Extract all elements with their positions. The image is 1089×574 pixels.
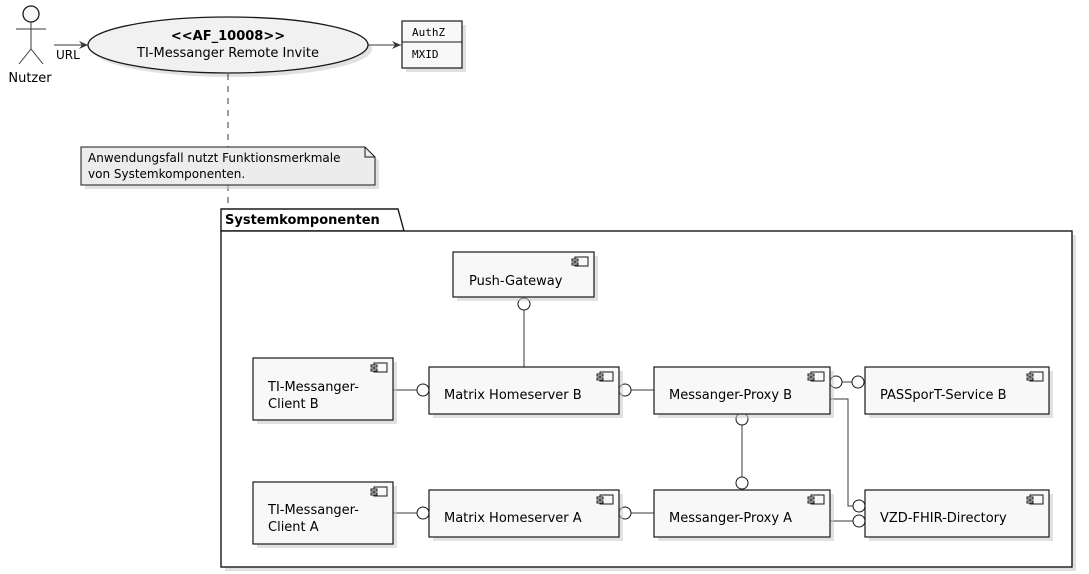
component-icon [370,362,388,373]
client-a-label-1: TI-Messanger- [267,503,359,518]
component-icon [1026,494,1044,505]
feature-authz: AuthZ [412,26,445,39]
vzd-proxy-b-interface [852,499,866,513]
note-line-2: von Systemkomponenten. [88,167,245,181]
component-proxy-b: Messanger-Proxy B [653,366,834,418]
vzd-label: VZD-FHIR-Directory [880,511,1007,526]
client-b-label-2: Client B [268,397,319,412]
component-push-gateway: Push-Gateway [452,251,598,301]
feature-mxid: MXID [412,48,439,61]
component-homeserver-b: Matrix Homeserver B [428,366,623,418]
component-icon [1026,371,1044,382]
stick-figure-icon [16,5,46,65]
component-icon [807,371,825,382]
component-vzd-fhir-directory: VZD-FHIR-Directory [864,489,1053,541]
note: Anwendungsfall nutzt Funktionsmerkmale v… [80,146,379,189]
component-icon [596,371,614,382]
component-icon [370,486,388,497]
component-proxy-a: Messanger-Proxy A [653,489,834,541]
passport-b-interface [851,375,865,389]
usecase-remote-invite: <<AF_10008>> TI-Messanger Remote Invite [87,16,372,77]
usecase-stereotype: <<AF_10008>> [171,29,285,44]
component-client-b: TI-Messanger- Client B [252,357,397,424]
component-homeserver-a: Matrix Homeserver A [428,489,623,541]
passport-b-label: PASSporT-Service B [880,388,1007,403]
note-line-1: Anwendungsfall nutzt Funktionsmerkmale [88,151,340,165]
component-icon [571,256,589,267]
homeserver-b-label: Matrix Homeserver B [444,388,582,403]
component-icon [807,494,825,505]
component-client-a: TI-Messanger- Client A [252,481,397,548]
arrow-label-url: URL [56,48,80,62]
component-icon [596,494,614,505]
actor-label: Nutzer [8,71,52,86]
homeserver-a-client-interface [416,506,430,520]
client-b-label-1: TI-Messanger- [267,380,359,395]
proxy-a-interface [735,476,749,490]
feature-box: AuthZ MXID [401,20,466,72]
client-a-label-2: Client A [268,520,319,535]
component-passport-b: PASSporT-Service B [864,366,1053,418]
actor-nutzer: Nutzer [8,5,52,86]
package-title: Systemkomponenten [225,213,380,228]
proxy-b-label: Messanger-Proxy B [669,388,792,403]
usecase-feature-arrow [368,41,401,49]
homeserver-b-client-interface [416,383,430,397]
push-gateway-label: Push-Gateway [469,274,563,289]
vzd-proxy-a-interface [852,514,866,528]
actor-usecase-arrow: URL [54,41,88,62]
proxy-a-label: Messanger-Proxy A [669,511,792,526]
usecase-title: TI-Messanger Remote Invite [136,46,319,61]
homeserver-a-label: Matrix Homeserver A [444,511,582,526]
